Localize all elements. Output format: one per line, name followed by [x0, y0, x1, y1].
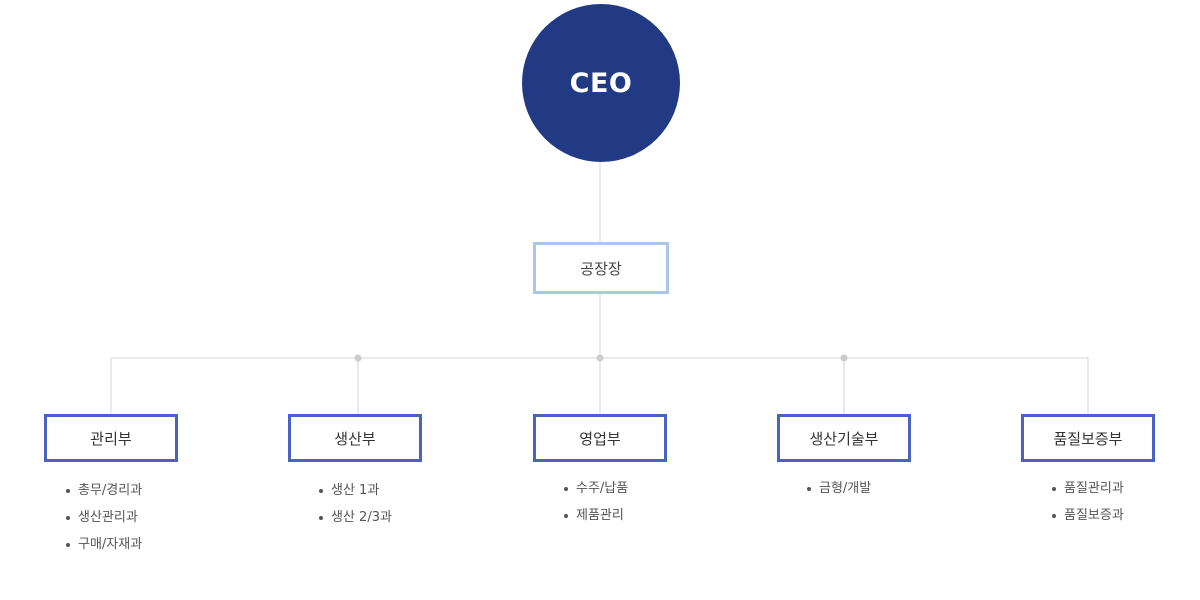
- plant-manager-label: 공장장: [580, 259, 622, 278]
- list-item-text: 생산 1과: [331, 483, 380, 498]
- list-item: 구매/자재과: [66, 536, 142, 563]
- list-item: 총무/경리과: [66, 482, 142, 509]
- bullet-icon: [564, 487, 568, 491]
- list-item-text: 품질보증과: [1064, 508, 1124, 523]
- bullet-icon: [319, 516, 323, 520]
- dept-node-production: 생산부: [288, 414, 422, 462]
- bullet-icon: [319, 489, 323, 493]
- list-item-text: 총무/경리과: [78, 483, 143, 498]
- dept-label: 품질보증부: [1053, 429, 1123, 448]
- bullet-icon: [1052, 514, 1056, 518]
- list-item-text: 생산관리과: [78, 510, 138, 525]
- list-item: 생산관리과: [66, 509, 142, 536]
- dept-items-production: 생산 1과 생산 2/3과: [319, 482, 392, 536]
- dept-items-sales: 수주/납품 제품관리: [564, 480, 628, 534]
- list-item-text: 제품관리: [576, 508, 624, 523]
- plant-manager-node: 공장장: [533, 242, 669, 294]
- ceo-node: CEO: [522, 4, 680, 162]
- list-item: 품질보증과: [1052, 507, 1124, 534]
- list-item: 생산 1과: [319, 482, 392, 509]
- bullet-icon: [66, 543, 70, 547]
- list-item: 생산 2/3과: [319, 509, 392, 536]
- list-item-text: 구매/자재과: [78, 537, 143, 552]
- bullet-icon: [807, 487, 811, 491]
- junction-dot-production-tech: [840, 354, 848, 362]
- list-item-text: 금형/개발: [819, 481, 872, 496]
- list-item: 금형/개발: [807, 480, 871, 507]
- bullet-icon: [564, 514, 568, 518]
- dept-label: 생산부: [334, 429, 376, 448]
- list-item: 수주/납품: [564, 480, 628, 507]
- dept-items-quality: 품질관리과 품질보증과: [1052, 480, 1124, 534]
- dept-label: 영업부: [579, 429, 621, 448]
- dept-items-production-tech: 금형/개발: [807, 480, 871, 507]
- list-item: 품질관리과: [1052, 480, 1124, 507]
- list-item: 제품관리: [564, 507, 628, 534]
- dept-node-sales: 영업부: [533, 414, 667, 462]
- dept-node-quality: 품질보증부: [1021, 414, 1155, 462]
- junction-dot-sales: [596, 354, 604, 362]
- bullet-icon: [66, 489, 70, 493]
- list-item-text: 생산 2/3과: [331, 510, 392, 525]
- bullet-icon: [66, 516, 70, 520]
- dept-node-production-tech: 생산기술부: [777, 414, 911, 462]
- junction-dot-production: [354, 354, 362, 362]
- dept-label: 관리부: [90, 429, 132, 448]
- list-item-text: 품질관리과: [1064, 481, 1124, 496]
- dept-items-management: 총무/경리과 생산관리과 구매/자재과: [66, 482, 142, 563]
- dept-label: 생산기술부: [809, 429, 879, 448]
- bullet-icon: [1052, 487, 1056, 491]
- dept-node-management: 관리부: [44, 414, 178, 462]
- list-item-text: 수주/납품: [576, 481, 629, 496]
- ceo-label: CEO: [569, 67, 633, 99]
